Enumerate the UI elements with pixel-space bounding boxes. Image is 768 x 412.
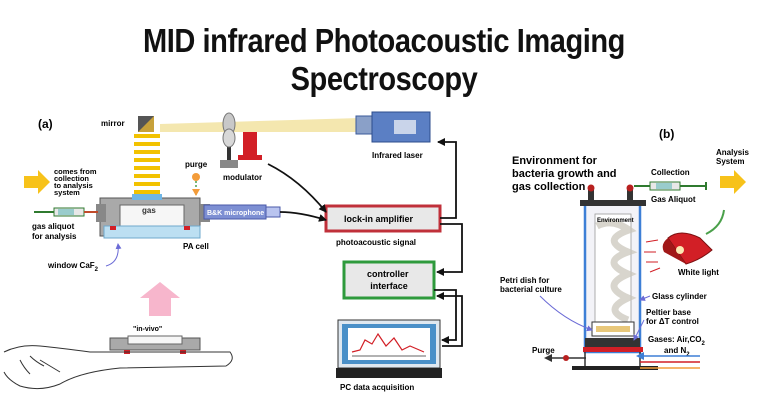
beam-dashes <box>134 134 160 194</box>
purge-icon <box>192 173 200 196</box>
syringe-icon <box>634 181 707 191</box>
peltier-label: Peltier base for ΔT control <box>646 308 699 326</box>
syringe-icon <box>34 207 98 217</box>
gas-inlet-lines <box>636 352 700 369</box>
gas-aliquot-b-label: Gas Aliquot <box>651 195 696 204</box>
lamp-icon <box>644 209 725 273</box>
glass-cylinder-label: Glass cylinder <box>652 292 707 301</box>
purge-line <box>544 354 586 362</box>
gas-aliquot-label: gas aliquot for analysis <box>32 222 77 241</box>
environment-title: Environment for bacteria growth and gas … <box>512 155 620 193</box>
pa-cell-label: PA cell <box>183 242 209 251</box>
comes-from-label: comes from collection to analysis system <box>54 167 99 197</box>
window-pointer <box>105 243 122 267</box>
mirror-label: mirror <box>101 119 125 128</box>
panel-b: (b) Environment for bacteria growth and … <box>500 127 751 370</box>
microphone-label: B&K microphone <box>207 210 264 217</box>
gas-label: gas <box>142 206 156 215</box>
purge-b-label: Purge <box>532 346 555 355</box>
controller-box <box>342 260 436 300</box>
pink-up-arrow <box>140 282 180 316</box>
gases-label-1: Gases: Air,CO2 <box>648 335 706 347</box>
panel-a: (a) mirror <box>3 111 463 392</box>
environment-inner-label: Environment <box>597 218 634 224</box>
analysis-system-label: Analysis System <box>716 148 751 166</box>
laser-label: Infrared laser <box>372 151 423 160</box>
microphone-icon <box>203 204 281 220</box>
modulator-chopper-icon <box>220 112 238 168</box>
gases-label-2: and N2 <box>664 346 690 358</box>
peltier-pointer <box>633 319 645 341</box>
in-vivo-label: "in-vivo" <box>133 326 162 333</box>
modulator-stand <box>238 132 262 160</box>
laser-icon <box>355 111 431 143</box>
window-label: window CaF2 <box>47 261 99 273</box>
analysis-arrow <box>720 170 746 194</box>
laser-beam <box>160 118 360 132</box>
panel-b-label: (b) <box>659 127 674 141</box>
purge-label: purge <box>185 160 208 169</box>
glass-cylinder <box>572 200 658 370</box>
petri-label: Petri dish for bacterial culture <box>500 276 562 294</box>
collection-label: Collection <box>651 168 690 177</box>
hand-icon <box>3 345 233 390</box>
petri-pointer <box>539 295 593 332</box>
page-title: MID infrared Photoacoustic Imaging Spect… <box>142 22 625 97</box>
pc-label: PC data acquisition <box>340 383 414 392</box>
lockin-label: lock-in amplifier <box>344 214 414 224</box>
white-light-label: White light <box>678 268 719 277</box>
incoming-arrow <box>24 170 50 194</box>
valve-icon <box>587 184 634 200</box>
monitor-icon <box>336 319 442 378</box>
in-vivo-cell <box>109 335 201 354</box>
cylinder-pointer <box>639 295 651 301</box>
panel-a-label: (a) <box>38 117 53 131</box>
mirror-icon <box>138 116 154 132</box>
pa-cell <box>96 194 210 239</box>
signal-wires <box>267 138 463 347</box>
controller-label: controller interface <box>367 269 411 291</box>
photoacoustic-signal-label: photoacoustic signal <box>336 238 416 247</box>
modulator-label: modulator <box>223 173 262 182</box>
